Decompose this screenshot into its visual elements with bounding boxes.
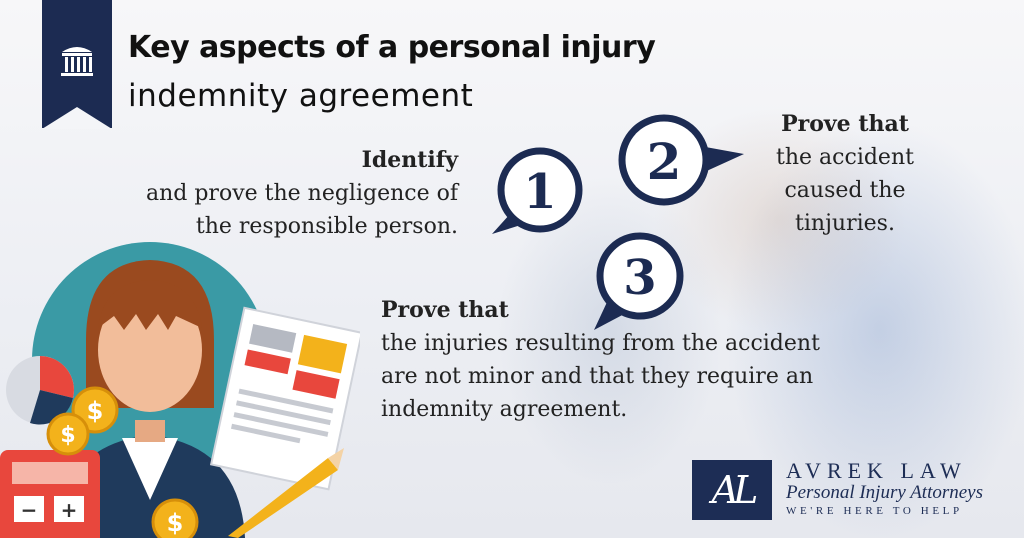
step-3-heading: Prove that (381, 297, 509, 323)
step-2-line: the accident (776, 145, 914, 170)
step-2-heading: Prove that (781, 111, 909, 137)
pencil-icon (228, 448, 344, 538)
coin-symbol: $ (60, 423, 75, 448)
step-3-line: indemnity agreement. (381, 397, 628, 422)
coin-symbol: $ (167, 509, 184, 537)
calculator-plus: + (61, 498, 78, 522)
courthouse-icon (61, 47, 93, 76)
coin-icon: $ (151, 498, 199, 538)
logo-name: AVREK LAW (786, 458, 967, 483)
step-3-number: 3 (623, 250, 656, 306)
lawyer-illustration: − + $ $ $ (0, 242, 360, 538)
bookmark-ribbon (42, 0, 112, 129)
step-3-line: the injuries resulting from the accident (381, 331, 820, 356)
step-1-text: Identify and prove the negligence of the… (146, 144, 458, 243)
avrek-law-logo: AL AVREK LAW Personal Injury Attorneys W… (692, 458, 996, 520)
coin-icon: $ (46, 412, 90, 456)
step-2-line: tinjuries. (795, 211, 895, 236)
step-2-number: 2 (647, 132, 682, 191)
page-subtitle: indemnity agreement (128, 78, 474, 114)
pie-chart-icon (6, 356, 74, 425)
step-3-line: are not minor and that they require an (381, 364, 814, 389)
logo-tagline: WE'RE HERE TO HELP (786, 505, 963, 517)
logo-monogram: AL (692, 460, 772, 520)
step-1-line: and prove the negligence of (145, 181, 458, 206)
step-2-text: Prove that the accident caused the tinju… (766, 108, 924, 240)
coin-symbol: $ (87, 397, 104, 425)
step-1-line: the responsible person. (195, 214, 458, 239)
document-icon (209, 306, 360, 491)
step-1-number: 1 (523, 164, 556, 220)
step-1-heading: Identify (361, 147, 458, 173)
calculator-icon: − + (0, 450, 100, 538)
logo-subtitle: Personal Injury Attorneys (786, 482, 984, 503)
page-title: Key aspects of a personal injury (128, 30, 656, 65)
step-1-bubble: 1 (492, 147, 583, 234)
calculator-minus: − (21, 498, 38, 522)
step-3-bubble: 3 (594, 232, 684, 330)
step-2-bubble: 2 (618, 114, 744, 206)
step-3-text: Prove that the injuries resulting from t… (381, 294, 820, 426)
step-2-line: caused the (784, 178, 906, 203)
